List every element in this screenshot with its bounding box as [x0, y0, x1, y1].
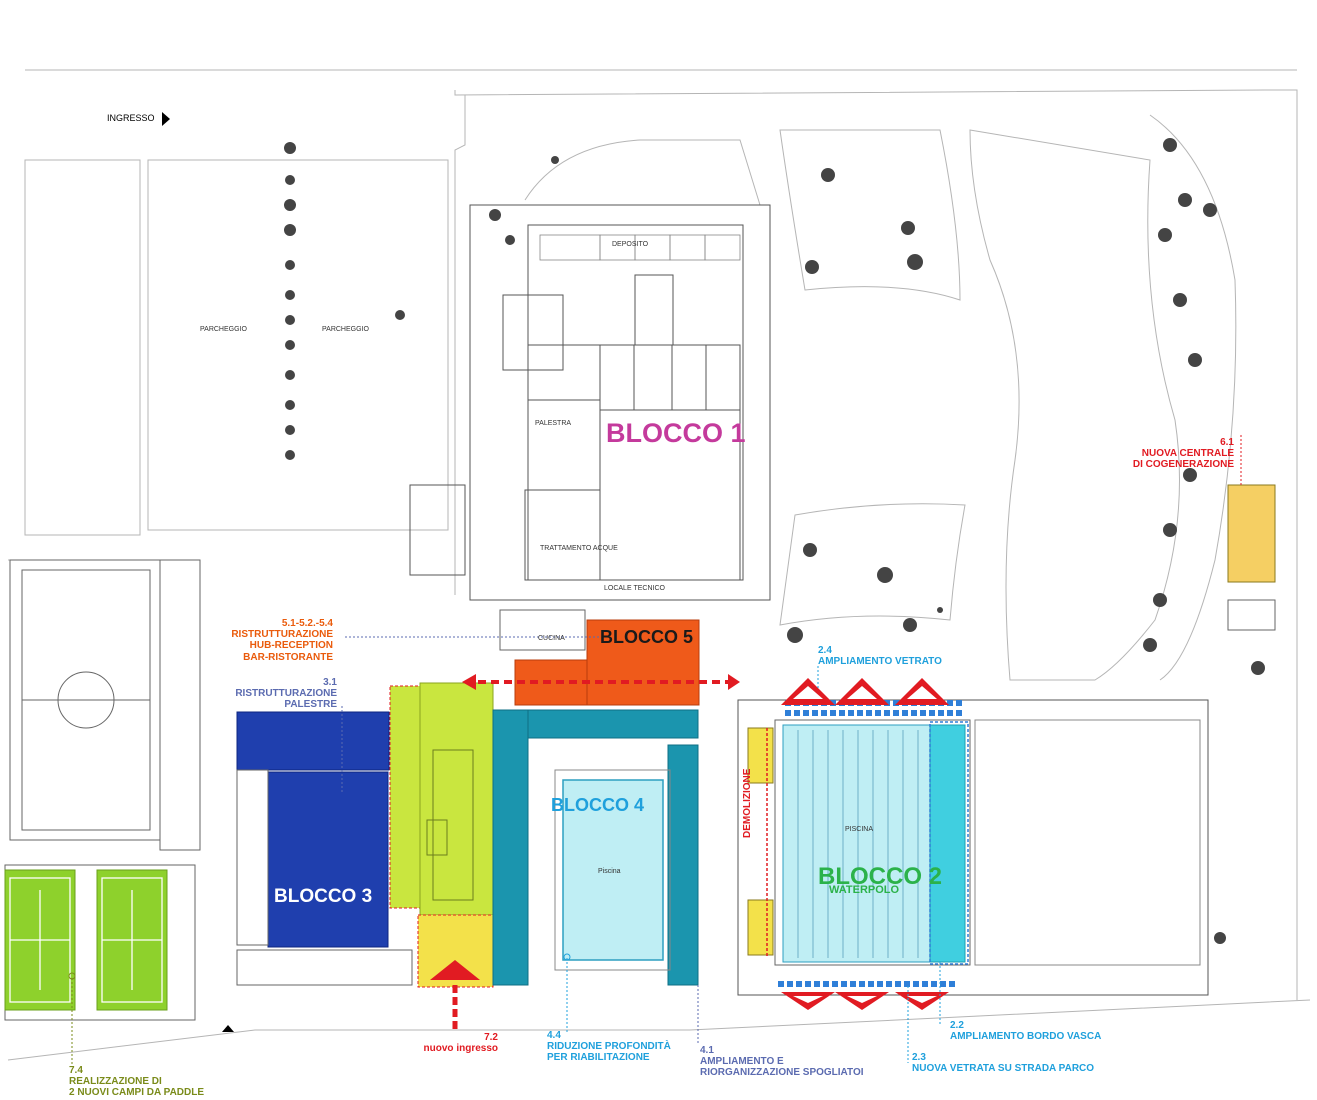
paddle-courts [4, 869, 168, 1011]
blocco-3-label: BLOCCO 3 [274, 886, 373, 907]
piscina-b4-label: Piscina [598, 868, 621, 875]
park-lawn-1 [779, 129, 961, 301]
parking-lot-a [24, 159, 141, 536]
cucina-label: CUCINA [538, 635, 565, 642]
annotation-7-2-line-1: nuovo ingresso [423, 1043, 498, 1055]
annotation-2-4-number: 2.4 [818, 645, 832, 656]
annotation-6-1-line-2: DI COGENERAZIONE [1132, 459, 1234, 471]
blocco-4-label: BLOCCO 4 [551, 795, 645, 815]
wall-west [454, 95, 466, 595]
annotation-6-1-number: 6.1 [1220, 437, 1234, 448]
piscina-b2-label: PISCINA [845, 826, 874, 833]
annotation-4-4-number: 4.4 [547, 1030, 561, 1041]
annotation-2-2: 2.2 AMPLIAMENTO BORDO VASCA [950, 1020, 1101, 1042]
annotation-3-1-line-2: PALESTRE [284, 699, 337, 711]
blocco-1-outline [469, 204, 771, 601]
park-path [1149, 114, 1237, 681]
annotation-7-4-number: 7.4 [69, 1065, 83, 1076]
annotation-7-2: 7.2 nuovo ingresso [390, 1032, 498, 1054]
annotation-5-1-line-3: BAR-RISTORANTE [243, 651, 333, 663]
annotation-3-1: 3.1 RISTRUTTURAZIONE PALESTRE [210, 677, 337, 711]
demolizione-label: DEMOLIZIONE [742, 768, 753, 838]
annotation-4-1: 4.1 AMPLIAMENTO E RIORGANIZZAZIONE SPOGL… [700, 1045, 864, 1079]
blocco-2-label: BLOCCO 2 [818, 863, 943, 890]
red-dashed-lines [345, 435, 1242, 1030]
annotation-7-4-line-1: REALIZZAZIONE DI [69, 1076, 162, 1088]
blocco-5-label: BLOCCO 5 [600, 627, 694, 647]
annotation-2-3-number: 2.3 [912, 1052, 926, 1063]
cogeneration-plant [1227, 484, 1276, 583]
parking-lot-b [147, 159, 449, 531]
annotation-4-4-line-2: PER RIABILITAZIONE [547, 1052, 650, 1064]
annotation-6-1-line-1: NUOVA CENTRALE [1141, 448, 1234, 460]
annotation-4-1-line-1: AMPLIAMENTO E [700, 1056, 784, 1068]
blocco-5-area [499, 609, 700, 706]
deposito-label: DEPOSITO [612, 241, 649, 248]
annotation-4-4-line-1: RIDUZIONE PROFONDITÀ [547, 1041, 671, 1053]
annotation-2-2-line-1: AMPLIAMENTO BORDO VASCA [950, 1031, 1102, 1043]
blocco-2-sub-label: WATERPOLO [829, 884, 900, 896]
parking-label-1: PARCHEGGIO [200, 326, 247, 333]
blocco-3-area [236, 711, 413, 986]
annotation-5-1-line-2: HUB-RECEPTION [249, 640, 333, 652]
annotation-2-4-line-1: AMPLIAMENTO VETRATO [818, 656, 942, 668]
annotation-7-4: 7.4 REALIZZAZIONE DI 2 NUOVI CAMPI DA PA… [69, 1065, 204, 1099]
trees [284, 138, 1265, 944]
annotation-5-1-number: 5.1-5.2.-5.4 [281, 618, 333, 629]
park-lawn-3 [969, 129, 1180, 681]
entrance-label: INGRESSO [107, 113, 155, 123]
annotation-4-1-line-2: RIORGANIZZAZIONE SPOGLIATOI [700, 1067, 864, 1079]
site-boundary-right [454, 89, 1298, 1000]
blocco-1-label: BLOCCO 1 [606, 418, 746, 448]
leader-lines [71, 666, 941, 1065]
annotation-2-3: 2.3 NUOVA VETRATA SU STRADA PARCO [912, 1052, 1094, 1074]
palestra-label: PALESTRA [535, 420, 572, 427]
blocco-4-area [492, 709, 699, 986]
annotation-4-4: 4.4 RIDUZIONE PROFONDITÀ PER RIABILITAZI… [547, 1030, 671, 1064]
annotation-2-3-line-1: NUOVA VETRATA SU STRADA PARCO [912, 1063, 1095, 1075]
trattamento-label: TRATTAMENTO ACQUE [540, 545, 618, 552]
annotation-2-2-number: 2.2 [950, 1020, 964, 1031]
locale-tecnico-label: LOCALE TECNICO [604, 585, 665, 592]
annotation-4-1-number: 4.1 [700, 1045, 714, 1056]
north-courtyard-curve [524, 139, 761, 206]
annotation-2-4: 2.4 AMPLIAMENTO VETRATO [818, 645, 942, 667]
annotation-3-1-line-1: RISTRUTTURAZIONE [235, 688, 337, 700]
palestre-area [389, 682, 494, 988]
blocco-1-hall [599, 344, 741, 581]
site-boundary-bottom [7, 999, 1311, 1061]
blocco-2-area [737, 699, 1209, 996]
annotation-5-1: 5.1-5.2.-5.4 RISTRUTTURAZIONE HUB-RECEPT… [196, 618, 333, 663]
parking-label-2: PARCHEGGIO [322, 326, 369, 333]
annotation-5-1-line-1: RISTRUTTURAZIONE [231, 629, 333, 641]
pool-lanes [797, 730, 919, 958]
annotation-6-1: 6.1 NUOVA CENTRALE DI COGENERAZIONE [1120, 437, 1234, 471]
north-marker-icon [222, 1025, 234, 1032]
annotation-7-2-number: 7.2 [484, 1032, 498, 1043]
park-lawn-2 [779, 503, 966, 626]
annotation-7-4-line-2: 2 NUOVI CAMPI DA PADDLE [69, 1087, 205, 1099]
entrance-arrow-icon [162, 112, 170, 126]
annotation-3-1-number: 3.1 [323, 677, 337, 688]
